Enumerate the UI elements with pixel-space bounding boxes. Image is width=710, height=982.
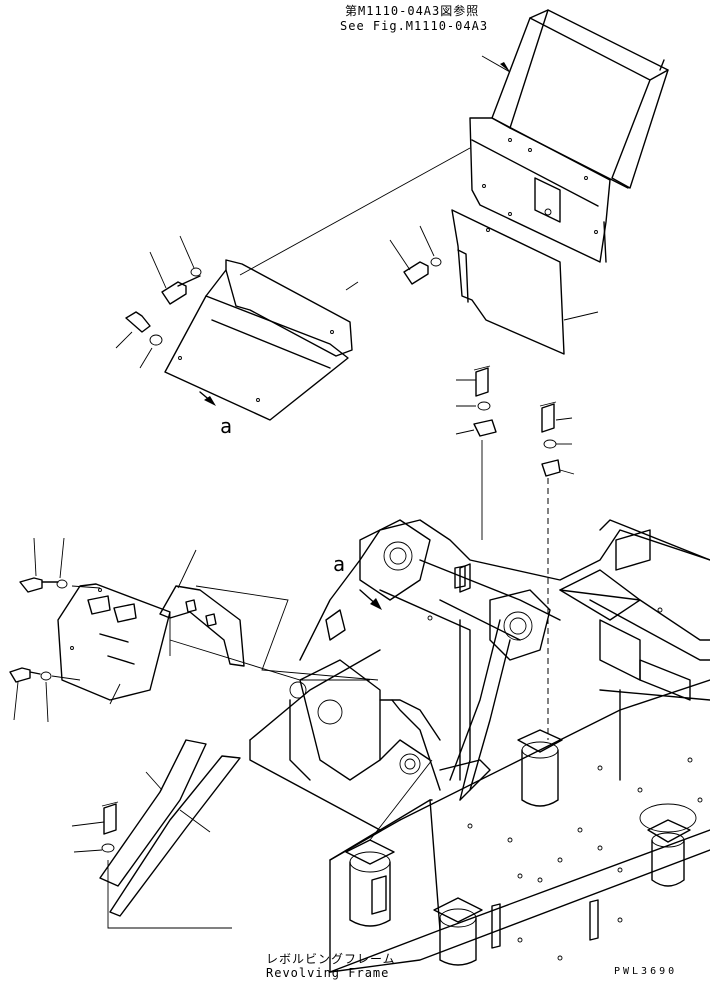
cab-frame-bracket bbox=[469, 9, 669, 263]
right-cover-panel bbox=[389, 209, 599, 355]
frame-caption-jp: レボルビングフレーム bbox=[266, 952, 396, 966]
revolving-frame bbox=[249, 519, 710, 973]
lower-left-cover-plate bbox=[57, 583, 171, 705]
clamp-bolt-set-2 bbox=[539, 401, 575, 740]
long-guard-bar bbox=[99, 739, 241, 917]
assembly-line-2 bbox=[369, 759, 433, 841]
figure-reference-en: See Fig.M1110-04A3 bbox=[340, 19, 489, 33]
upper-plate-fasteners bbox=[115, 235, 202, 369]
guard-bar-fasteners bbox=[71, 801, 232, 929]
clamp-bolt-set-1 bbox=[455, 365, 497, 540]
assembly-line-3 bbox=[169, 639, 370, 681]
figure-reference-jp: 第M1110-04A3図参照 bbox=[345, 4, 480, 18]
view-marker-a-top: a bbox=[220, 414, 233, 438]
upper-cover-plate bbox=[164, 259, 359, 421]
view-marker-a-mid: a bbox=[333, 552, 346, 576]
drawing-code: PWL3690 bbox=[614, 966, 678, 977]
assembly-line-1 bbox=[239, 147, 471, 276]
frame-caption-en: Revolving Frame bbox=[266, 966, 390, 980]
small-bracket-plate bbox=[159, 549, 379, 681]
lower-left-fasteners bbox=[9, 537, 101, 723]
